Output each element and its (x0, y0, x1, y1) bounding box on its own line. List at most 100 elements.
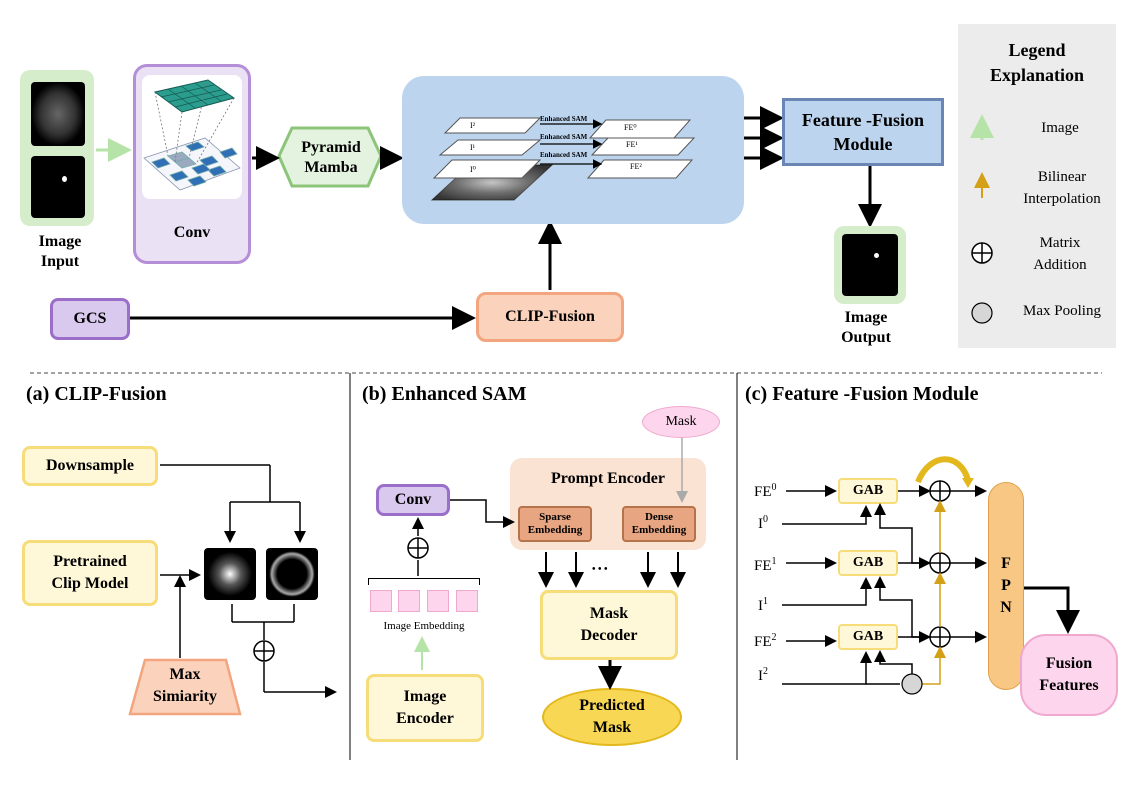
feature-fusion-module: Feature -Fusion Module (782, 98, 944, 166)
legend-title: Legend Explanation (989, 40, 1085, 85)
plane-label-i2: I² (470, 121, 476, 130)
legend-label-matrix: Matrix Addition (1033, 235, 1087, 273)
sam-arrow-label-2: Enhanced SAM (540, 133, 588, 141)
image-input-label: Image Input (38, 233, 82, 270)
input-i1-base: I (758, 598, 763, 614)
gab-box-1: GAB (838, 550, 898, 576)
sparse-embedding-box: Sparse Embedding (518, 506, 592, 542)
curved-gold-arrow (915, 456, 971, 484)
input-i0-sup: 0 (763, 514, 768, 525)
legend-label-image: Image (1041, 120, 1079, 136)
output-mask-dot (874, 253, 879, 258)
gcs-box: GCS (50, 298, 130, 340)
output-mask-thumbnail (842, 234, 898, 296)
fpn-block: F P N (988, 482, 1024, 690)
predicted-mask-ellipse: Predicted Mask (542, 688, 682, 746)
input-fe2-base: FE (754, 634, 772, 650)
fusion-features-label: Fusion Features (1039, 655, 1099, 694)
mask-dot (62, 176, 67, 182)
ct-scan-thumbnail (31, 82, 85, 146)
input-i1: I1 (758, 596, 768, 615)
input-i1-sup: 1 (763, 596, 768, 607)
sparse-embedding-label: Sparse Embedding (527, 511, 583, 536)
plane-label-fe0: FE⁰ (624, 123, 637, 132)
embedding-token (456, 590, 478, 612)
ellipsis: • • • (592, 564, 608, 575)
input-i0: I0 (758, 514, 768, 533)
mask-thumbnail (31, 156, 85, 218)
plane-label-fe2: FE² (630, 162, 642, 171)
image-encoder-box: Image Encoder (366, 674, 484, 742)
downsample-label: Downsample (45, 457, 134, 474)
input-fe0-base: FE (754, 484, 772, 500)
pretrained-clip-label: Pretrained Clip Model (51, 553, 129, 592)
embedding-token (427, 590, 449, 612)
image-embedding-label: Image Embedding (383, 620, 465, 632)
mask-label: Mask (665, 414, 697, 429)
gcs-label: GCS (73, 310, 107, 327)
panel-c-title: (c) Feature -Fusion Module (745, 383, 979, 405)
mask-ellipse: Mask (642, 406, 720, 438)
dense-embedding-label: Dense Embedding (631, 511, 687, 536)
circled-plus-icon (971, 242, 993, 264)
input-i2-base: I (758, 668, 763, 684)
matrix-add-icon-b (407, 537, 429, 559)
clip-fusion-label: CLIP-Fusion (505, 308, 595, 325)
conv-kernel-icon (153, 79, 236, 113)
conv-b-label: Conv (394, 491, 432, 508)
sam-arrow-label-1: Enhanced SAM (540, 115, 588, 123)
matrix-add-icon-c2 (929, 626, 951, 648)
fusion-features-box: Fusion Features (1020, 634, 1118, 716)
embedding-token (370, 590, 392, 612)
plane-label-i1: I¹ (470, 143, 476, 152)
gab-0-label: GAB (852, 483, 884, 498)
image-output-label: Image Output (841, 309, 891, 346)
input-fe1: FE1 (754, 556, 777, 575)
input-fe2-sup: 2 (771, 632, 777, 643)
matrix-add-icon-a (253, 640, 275, 662)
embedding-bracket (368, 578, 480, 585)
ct-slice-2 (266, 548, 318, 600)
downsample-box: Downsample (22, 446, 158, 486)
matrix-add-icon-c1 (929, 552, 951, 574)
gab-1-label: GAB (852, 555, 884, 570)
pretrained-clip-box: Pretrained Clip Model (22, 540, 158, 606)
input-i2: I2 (758, 666, 768, 685)
conv-grid-icon (143, 137, 241, 191)
dense-embedding-box: Dense Embedding (622, 506, 696, 542)
input-fe0-sup: 0 (771, 482, 777, 493)
plane-label-fe1: FE¹ (626, 140, 638, 149)
pyramid-mamba-label: Pyramid Mamba (301, 139, 361, 176)
legend-label-maxpool: Max Pooling (1023, 303, 1101, 319)
matrix-add-icon-c0 (929, 480, 951, 502)
feature-fusion-label: Feature -Fusion Module (801, 110, 925, 154)
input-fe1-sup: 1 (771, 556, 777, 567)
prompt-encoder-label: Prompt Encoder (551, 470, 665, 487)
input-i2-sup: 2 (763, 666, 768, 677)
input-fe0: FE0 (754, 482, 777, 501)
input-fe2: FE2 (754, 632, 777, 651)
legend-label-bilinear: Bilinear Interpolation (1023, 169, 1101, 207)
embedding-token (398, 590, 420, 612)
image-encoder-label: Image Encoder (396, 688, 454, 727)
conv-box-b: Conv (376, 484, 450, 516)
input-i0-base: I (758, 516, 763, 532)
gab-box-2: GAB (838, 624, 898, 650)
plane-label-i0: I⁰ (470, 165, 476, 174)
sam-arrow-label-3: Enhanced SAM (540, 151, 588, 159)
predicted-mask-label: Predicted Mask (579, 697, 645, 736)
clip-fusion-box: CLIP-Fusion (476, 292, 624, 342)
conv-label: Conv (173, 224, 211, 241)
gab-2-label: GAB (852, 629, 884, 644)
max-pool-icon (901, 673, 923, 695)
panel-a-title: (a) CLIP-Fusion (26, 383, 167, 405)
gab-box-0: GAB (838, 478, 898, 504)
mask-decoder-label: Mask Decoder (580, 605, 638, 644)
max-similarity-trapezoid (128, 658, 242, 716)
